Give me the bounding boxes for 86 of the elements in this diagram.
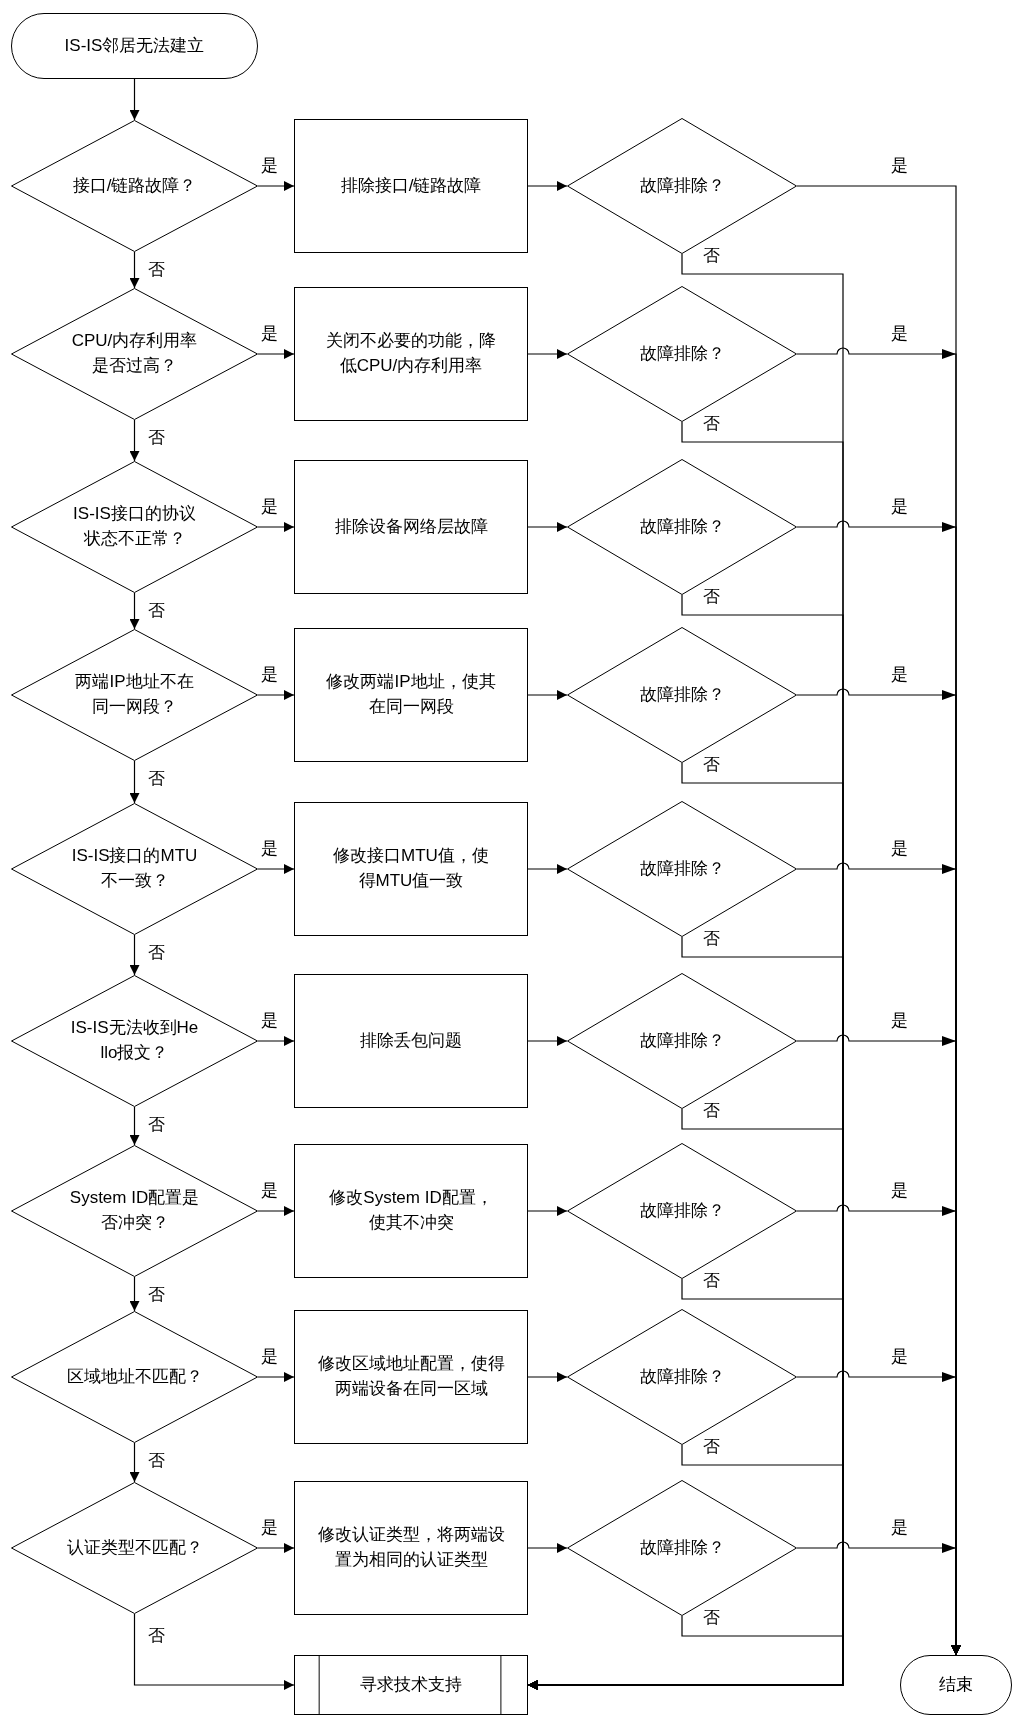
decision-diamond <box>11 629 258 761</box>
node-text: 故障排除？ <box>638 1029 726 1052</box>
edge-label: 否 <box>146 943 166 962</box>
edge-label: 否 <box>702 1101 721 1120</box>
node-text: IS-IS无法收到Hello报文？ <box>69 1017 200 1064</box>
node-text: 结束 <box>939 1673 973 1696</box>
decision-diamond <box>11 1145 258 1277</box>
process-box <box>294 628 528 762</box>
node-text: 修改区域地址配置，使得两端设备在同一区域 <box>316 1353 506 1400</box>
edge-label: 是 <box>260 1518 279 1537</box>
process-box <box>294 1144 528 1278</box>
node-text: 故障排除？ <box>638 1199 726 1222</box>
node-text: IS-IS接口的协议状态不正常？ <box>72 503 197 550</box>
node-text: 接口/链路故障？ <box>71 174 198 197</box>
node-text: System ID配置是否冲突？ <box>69 1187 200 1234</box>
process-box <box>294 1310 528 1444</box>
edge-label: 是 <box>890 324 909 343</box>
process-box <box>294 802 528 936</box>
edge-label: 否 <box>702 587 721 606</box>
node-text: 故障排除？ <box>638 515 726 538</box>
node-text: 故障排除？ <box>638 1365 726 1388</box>
node-text: 修改认证类型，将两端设置为相同的认证类型 <box>316 1524 506 1571</box>
edge-label: 是 <box>260 324 279 343</box>
edge-label: 否 <box>702 1608 721 1627</box>
node-text: 排除接口/链路故障 <box>339 174 483 197</box>
edge-label: 是 <box>890 1181 909 1200</box>
node-text: 认证类型不匹配？ <box>65 1536 204 1559</box>
process-box <box>294 460 528 594</box>
edge-label: 否 <box>702 929 721 948</box>
decision-diamond <box>11 1311 258 1443</box>
edge-label: 否 <box>146 601 166 620</box>
decision-diamond <box>11 461 258 593</box>
node-text: 故障排除？ <box>638 1536 726 1559</box>
node-text: 区域地址不匹配？ <box>65 1365 204 1388</box>
node-text: 两端IP地址不在同一网段？ <box>74 671 195 718</box>
decision-diamond <box>11 975 258 1107</box>
edge-label: 是 <box>260 839 279 858</box>
node-text: 故障排除？ <box>638 683 726 706</box>
end-terminal <box>900 1655 1012 1715</box>
edge-label: 否 <box>702 414 721 433</box>
edge-label: 否 <box>146 260 166 279</box>
node-text: 关闭不必要的功能，降低CPU/内存利用率 <box>326 330 496 377</box>
edge-label: 否 <box>146 1451 166 1470</box>
decision-diamond <box>11 1482 258 1614</box>
edge-label: 是 <box>890 665 909 684</box>
node-text: 故障排除？ <box>638 342 726 365</box>
edge-label: 否 <box>146 1115 166 1134</box>
edge-label: 否 <box>146 428 166 447</box>
edge-label: 否 <box>146 1285 166 1304</box>
edge-label: 是 <box>890 1011 909 1030</box>
node-text: 修改接口MTU值，使得MTU值一致 <box>332 845 490 892</box>
edge-label: 是 <box>260 1011 279 1030</box>
process-box <box>294 287 528 421</box>
edge-label: 是 <box>890 497 909 516</box>
edge-label: 否 <box>146 1626 166 1645</box>
node-text: 排除丢包问题 <box>359 1029 463 1052</box>
edge-label: 是 <box>260 497 279 516</box>
decision-diamond <box>11 288 258 420</box>
edge-label: 是 <box>260 665 279 684</box>
node-text: 排除设备网络层故障 <box>333 515 489 538</box>
node-text: 修改两端IP地址，使其在同一网段 <box>326 671 496 718</box>
edge-label: 是 <box>890 1347 909 1366</box>
node-text: IS-IS邻居无法建立 <box>64 34 205 57</box>
node-text: 故障排除？ <box>638 174 726 197</box>
edge-label: 是 <box>260 156 279 175</box>
edge-label: 是 <box>890 839 909 858</box>
process-box <box>294 1481 528 1615</box>
edge-label: 是 <box>260 1347 279 1366</box>
node-text: IS-IS接口的MTU不一致？ <box>70 845 199 892</box>
process-box <box>294 119 528 253</box>
edge-label: 否 <box>702 1437 721 1456</box>
edge-label: 否 <box>702 1271 721 1290</box>
edge-label: 否 <box>702 246 721 265</box>
process-box <box>294 974 528 1108</box>
decision-diamond <box>11 803 258 935</box>
edge-label: 是 <box>260 1181 279 1200</box>
node-text: 修改System ID配置，使其不冲突 <box>328 1187 494 1234</box>
edge-label: 是 <box>890 1518 909 1537</box>
node-text: 故障排除？ <box>638 857 726 880</box>
subprocess-box <box>294 1655 528 1715</box>
edge-label: 否 <box>702 755 721 774</box>
node-text: 寻求技术支持 <box>359 1673 463 1696</box>
edge-label: 否 <box>146 769 166 788</box>
edge-label: 是 <box>890 156 909 175</box>
node-text: CPU/内存利用率是否过高？ <box>70 330 199 377</box>
decision-diamond <box>11 120 258 252</box>
